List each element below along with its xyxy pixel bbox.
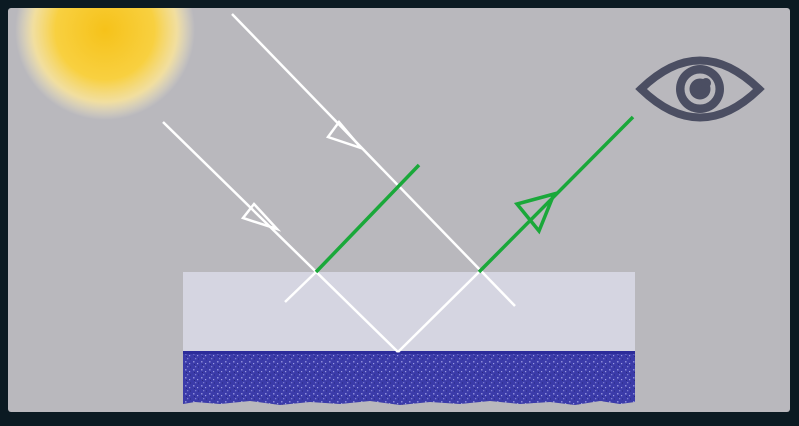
substrate-layer (183, 352, 635, 405)
